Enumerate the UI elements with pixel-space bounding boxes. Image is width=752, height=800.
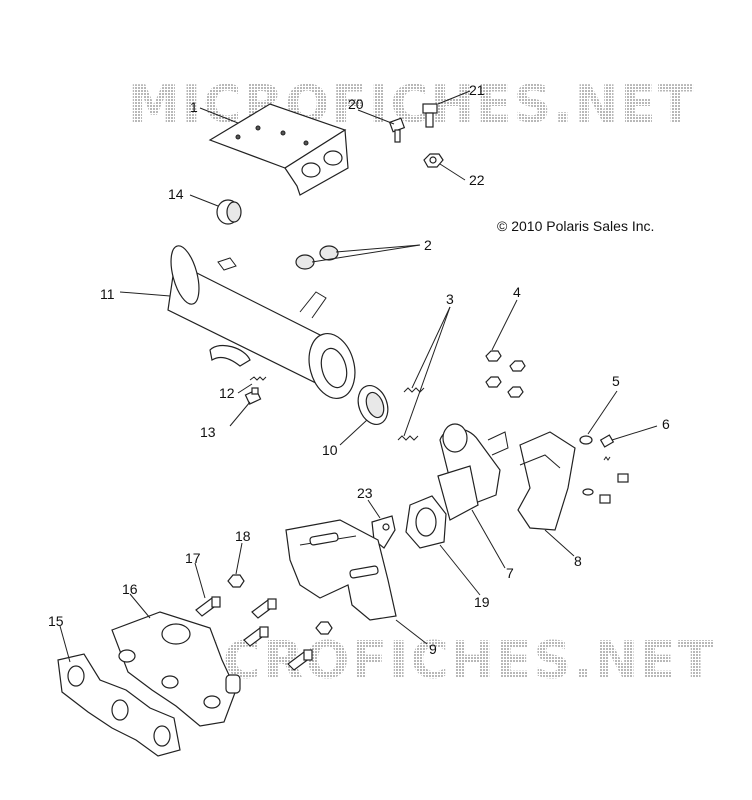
- callout-22: 22: [469, 172, 485, 188]
- part-22-nut: [423, 153, 444, 168]
- callout-14: 14: [168, 186, 184, 202]
- callout-20: 20: [348, 96, 364, 112]
- callout-5: 5: [612, 373, 620, 389]
- callout-11: 11: [100, 286, 115, 302]
- callout-12: 12: [219, 385, 235, 401]
- callout-18: 18: [235, 528, 251, 544]
- part-5-washer: [579, 435, 593, 445]
- part-6-bolts: [582, 434, 629, 504]
- callout-17: 17: [185, 550, 201, 566]
- part-17-bolts: [195, 596, 333, 671]
- watermark-bottom: MICROFICHES.NET: [148, 631, 715, 691]
- callout-19: 19: [474, 594, 490, 610]
- callout-13: 13: [200, 424, 216, 440]
- part-8-heat-shield: [517, 431, 576, 531]
- callout-1: 1: [190, 99, 198, 115]
- callout-23: 23: [357, 485, 373, 501]
- copyright-text: © 2010 Polaris Sales Inc.: [497, 218, 654, 234]
- part-14-grommet: [216, 199, 242, 225]
- part-3-springs: [397, 387, 425, 441]
- leader-lines: [59, 90, 658, 663]
- part-1-bracket: [208, 103, 349, 196]
- callout-2: 2: [424, 237, 432, 253]
- callout-3: 3: [446, 291, 454, 307]
- callout-8: 8: [574, 553, 582, 569]
- watermark-top: MICROFICHES.NET: [128, 75, 695, 135]
- callout-6: 6: [662, 416, 670, 432]
- part-13-fitting: [244, 387, 262, 405]
- part-19-gasket: [405, 495, 447, 549]
- callout-21: 21: [469, 82, 485, 98]
- part-9-heat-shield: [285, 519, 397, 621]
- part-18-nut: [227, 574, 245, 588]
- part-12-spring: [249, 376, 267, 381]
- part-20-bolt: [388, 117, 406, 143]
- callout-15: 15: [48, 613, 64, 629]
- part-11-muffler: [167, 245, 356, 399]
- part-16-exhaust-manifold: [111, 611, 241, 727]
- callout-16: 16: [122, 581, 138, 597]
- part-7-exhaust-elbow: [437, 423, 509, 521]
- callout-7: 7: [506, 565, 514, 581]
- callout-4: 4: [513, 284, 521, 300]
- callout-10: 10: [322, 442, 338, 458]
- part-21-bolt: [422, 103, 438, 128]
- callout-9: 9: [429, 641, 437, 657]
- part-10-seal: [357, 385, 389, 425]
- part-4-nuts: [485, 350, 526, 398]
- part-15-gasket: [57, 653, 181, 757]
- part-2-grommets: [295, 245, 339, 270]
